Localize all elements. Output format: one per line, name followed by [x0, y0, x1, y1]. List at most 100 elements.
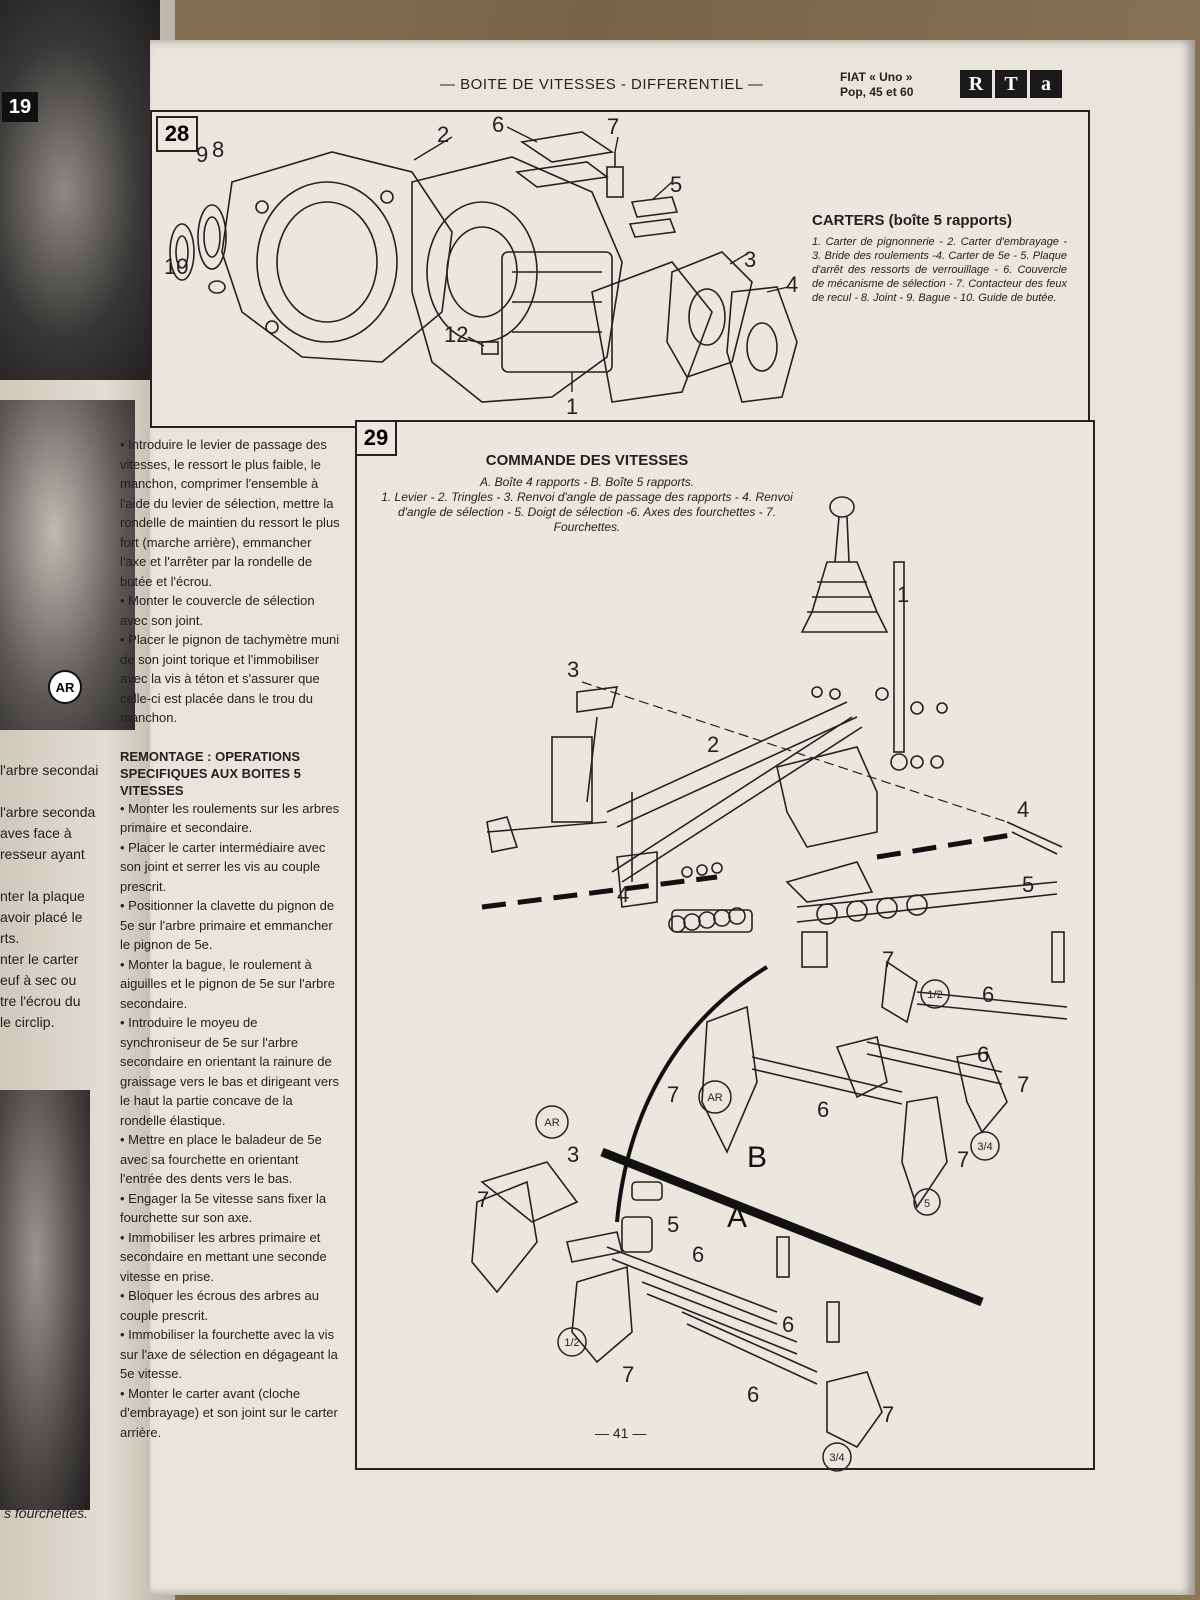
fig29-description: 1. Levier - 2. Tringles - 3. Renvoi d'an… — [381, 490, 793, 534]
label-5: 5 — [670, 172, 682, 197]
left-text-line: nter le carter — [0, 951, 79, 967]
label-6: 6 — [982, 982, 994, 1007]
ratio-circle: 5 — [924, 1198, 930, 1210]
remontage-item: • Engager la 5e vitesse sans fixer la fo… — [120, 1190, 327, 1226]
left-text-line: l'arbre seconda — [0, 804, 96, 820]
label-1: 1 — [897, 582, 909, 607]
fig28-description: 1. Carter de pignonnerie - 2. Carter d'e… — [812, 236, 1067, 304]
section-title: — BOITE DE VITESSES - DIFFERENTIEL — — [440, 76, 764, 93]
label-2: 2 — [707, 732, 719, 757]
label-4: 4 — [617, 882, 629, 907]
label-3: 3 — [567, 657, 579, 682]
rta-logo: R T a — [960, 70, 1062, 98]
gear-photo-top: 19 — [0, 0, 160, 380]
left-text-line: l'arbre secondai — [0, 762, 99, 778]
page-header: — BOITE DE VITESSES - DIFFERENTIEL — FIA… — [440, 70, 1180, 116]
label-3: 3 — [744, 247, 756, 272]
label-7: 7 — [622, 1362, 634, 1387]
label-8: 8 — [212, 137, 224, 162]
left-text-line — [0, 781, 120, 802]
fig29-subtitle: A. Boîte 4 rapports - B. Boîte 5 rapport… — [479, 475, 695, 489]
ar-circle: AR — [707, 1092, 722, 1104]
label-6: 6 — [492, 112, 504, 137]
label-6: 6 — [817, 1097, 829, 1122]
label-7: 7 — [477, 1187, 489, 1212]
label-5: 5 — [667, 1212, 679, 1237]
label-3: 3 — [567, 1142, 579, 1167]
remontage-heading: REMONTAGE : OPERATIONS SPECIFIQUES AUX B… — [120, 748, 301, 798]
carters-exploded-drawing: 9 8 10 2 6 7 5 3 4 12 1 — [164, 112, 798, 419]
logo-letter: T — [995, 70, 1027, 98]
remontage-item: • Introduire le moyeu de synchroniseur d… — [120, 1015, 339, 1128]
ratio-circle: 1/2 — [564, 1337, 579, 1349]
logo-letter: R — [960, 70, 992, 98]
ar-circle: AR — [544, 1117, 559, 1129]
label-4: 4 — [1017, 797, 1029, 822]
fork-photo: AR — [0, 400, 135, 730]
remontage-item: • Monter le carter avant (cloche d'embra… — [120, 1385, 338, 1440]
left-text-line: nter la plaque — [0, 888, 85, 904]
figure-number: 29 — [355, 420, 397, 456]
ratio-circle: 3/4 — [977, 1141, 992, 1153]
label-b: B — [747, 1141, 767, 1174]
label-1: 1 — [566, 394, 578, 419]
left-text-line: rts. — [0, 930, 20, 946]
fig29-title: COMMANDE DES VITESSES — [485, 452, 689, 469]
label-7: 7 — [882, 947, 894, 972]
remontage-item: • Immobiliser les arbres primaire et sec… — [120, 1229, 327, 1284]
label-a: A — [727, 1201, 747, 1234]
instruction-cover: • Monter le couvercle de sélection avec … — [120, 593, 315, 628]
fig28-caption: CARTERS (boîte 5 rapports) 1. Carter de … — [812, 212, 1067, 305]
label-2: 2 — [437, 122, 449, 147]
fig28-title: CARTERS (boîte 5 rapports) — [812, 212, 1013, 229]
left-text-line: euf à sec ou — [0, 972, 77, 988]
label-7: 7 — [882, 1402, 894, 1427]
label-7: 7 — [1017, 1072, 1029, 1097]
label-10: 10 — [164, 254, 188, 279]
photo-badge: 19 — [2, 92, 38, 122]
figure-29: 29 COMMANDE DES VITESSES A. Boîte 4 rapp… — [355, 420, 1095, 1472]
left-text-line: resseur ayant — [0, 846, 85, 862]
remontage-item: • Bloquer les écrous des arbres au coupl… — [120, 1288, 319, 1323]
remontage-item: • Positionner la clavette du pignon de 5… — [120, 898, 335, 952]
remontage-item: • Monter la bague, le roulement à aiguil… — [120, 956, 335, 1011]
label-6: 6 — [782, 1312, 794, 1337]
remontage-list: • Monter les roulements sur les arbres p… — [120, 799, 340, 1443]
label-6: 6 — [977, 1042, 989, 1067]
left-text-line: tre l'écrou du — [0, 993, 81, 1009]
left-text-line — [0, 865, 120, 886]
left-text-line: aves face à — [0, 825, 72, 841]
ratio-circle: 3/4 — [829, 1452, 844, 1464]
fig29-caption: COMMANDE DES VITESSES A. Boîte 4 rapport… — [377, 452, 797, 535]
model-line-2: Pop, 45 et 60 — [840, 85, 914, 99]
remontage-item: • Mettre en place le baladeur de 5e avec… — [120, 1132, 322, 1186]
instructions-column: • Introduire le levier de passage des vi… — [120, 435, 340, 1442]
left-text-column: l'arbre secondai l'arbre seconda aves fac… — [0, 760, 120, 1033]
label-5: 5 — [1022, 872, 1034, 897]
figure-number: 28 — [156, 116, 198, 152]
gearbox-photo-bottom — [0, 1090, 90, 1510]
label-6: 6 — [692, 1242, 704, 1267]
page-number: — 41 — — [595, 1425, 647, 1441]
left-text-line: avoir placé le — [0, 909, 83, 925]
model-info: FIAT « Uno » Pop, 45 et 60 — [840, 70, 913, 100]
label-6: 6 — [747, 1382, 759, 1407]
left-photo-caption: s fourchettes. — [4, 1505, 89, 1521]
label-7: 7 — [667, 1082, 679, 1107]
label-4: 4 — [786, 272, 798, 297]
label-12: 12 — [444, 322, 468, 347]
left-text-line: le circlip. — [0, 1014, 55, 1030]
remontage-item: • Placer le carter intermédiaire avec so… — [120, 839, 326, 894]
instruction-tachometer: • Placer le pignon de tachymètre muni de… — [120, 632, 340, 725]
ar-badge: AR — [48, 670, 82, 704]
label-7: 7 — [957, 1147, 969, 1172]
label-9: 9 — [196, 142, 208, 167]
left-page: 19 AR l'arbre secondai l'arbre seconda av… — [0, 0, 175, 1600]
remontage-item: • Monter les roulements sur les arbres p… — [120, 800, 340, 836]
remontage-item: • Immobiliser la fourchette avec la vis … — [120, 1327, 338, 1381]
model-line-1: FIAT « Uno » — [840, 70, 913, 84]
logo-letter: a — [1030, 70, 1062, 98]
instruction-intro: • Introduire le levier de passage des vi… — [120, 437, 340, 589]
label-7: 7 — [607, 114, 619, 139]
figure-28: 28 — [150, 110, 1090, 428]
